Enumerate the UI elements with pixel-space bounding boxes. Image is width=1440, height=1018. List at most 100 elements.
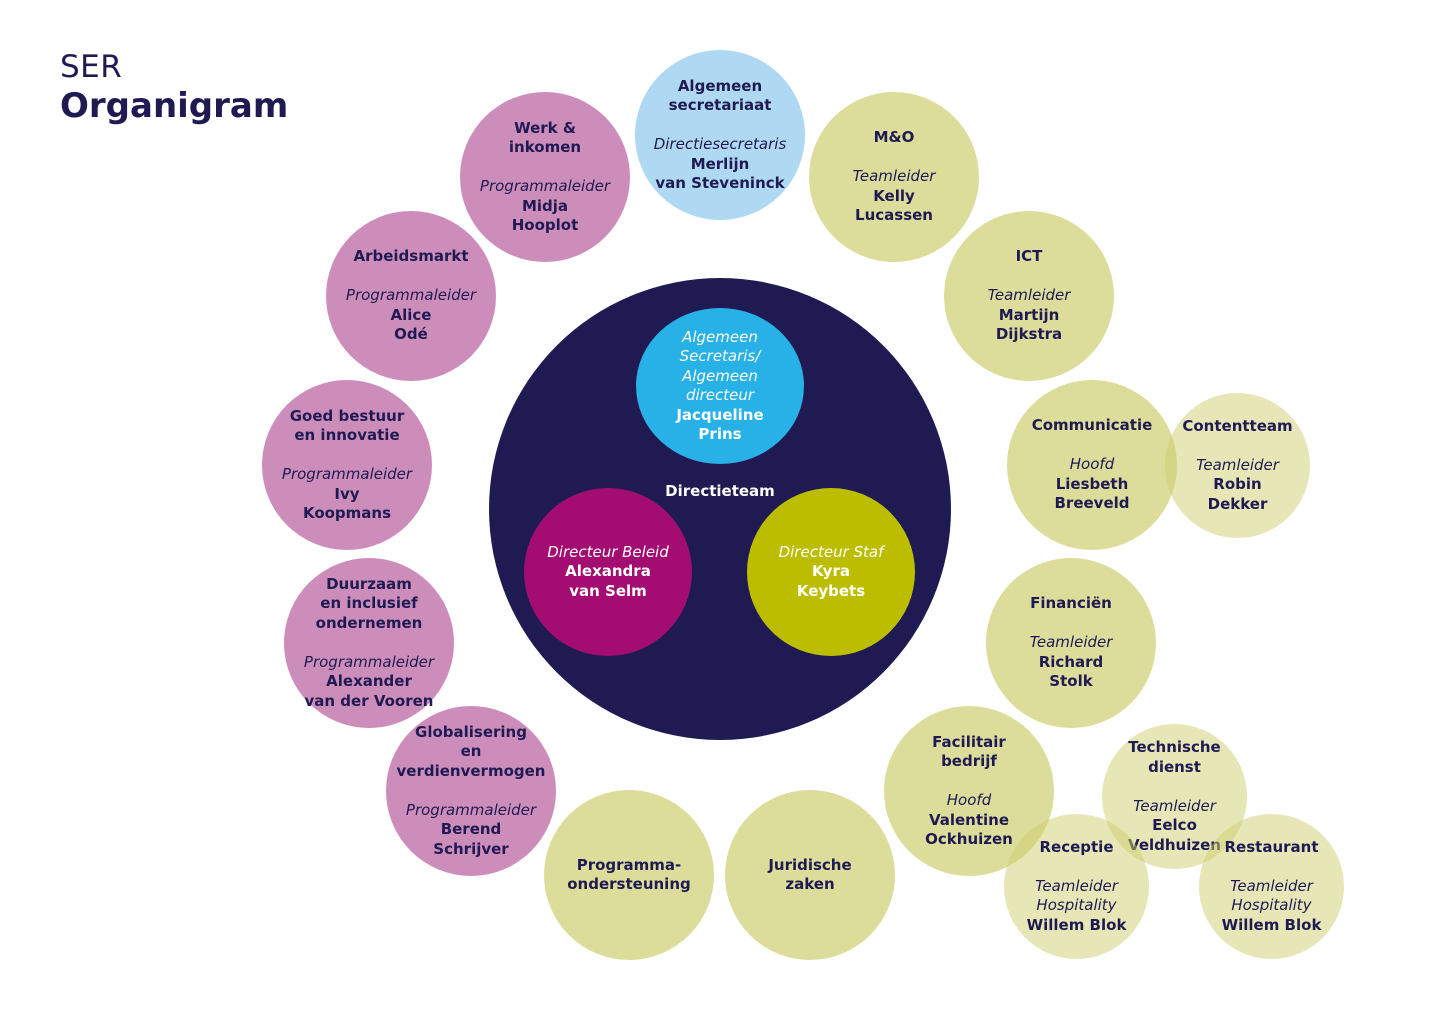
unit-name: Ivy xyxy=(334,484,360,503)
unit-programmaondersteuning: Programma- ondersteuning xyxy=(544,790,714,960)
unit-role: Teamleider xyxy=(1029,633,1113,652)
unit-name: Merlijn xyxy=(690,154,750,173)
page-title: Organigram xyxy=(60,86,289,126)
unit-heading: Receptie xyxy=(1039,837,1114,856)
unit-heading: Juridische xyxy=(768,855,852,874)
unit-restaurant: Restaurant Teamleider Hospitality Willem… xyxy=(1199,814,1344,959)
unit-heading: Financiën xyxy=(1030,594,1112,613)
unit-role: Teamleider xyxy=(852,167,936,186)
unit-juridische-zaken: Juridische zaken xyxy=(725,790,895,960)
unit-role: Directeur Staf xyxy=(778,542,884,561)
unit-name: Jacqueline xyxy=(676,405,764,424)
unit-communicatie: Communicatie Hoofd Liesbeth Breeveld xyxy=(1007,380,1177,550)
unit-name: van Steveninck xyxy=(655,174,785,192)
unit-heading: ondernemen xyxy=(315,613,423,632)
unit-heading: Arbeidsmarkt xyxy=(353,247,469,266)
unit-goed-bestuur: Goed bestuur en innovatie Programmaleide… xyxy=(262,380,432,550)
unit-name: van der Vooren xyxy=(304,691,434,710)
unit-heading: en verdienvermogen xyxy=(396,742,546,780)
unit-heading: Werk & xyxy=(514,118,576,137)
unit-role: Teamleider xyxy=(987,286,1071,305)
unit-name: Schrijver xyxy=(433,839,509,858)
unit-heading: Globalisering xyxy=(415,722,527,741)
unit-name: Liesbeth xyxy=(1055,474,1129,493)
unit-role: Directiesecretaris xyxy=(653,135,787,153)
unit-receptie: Receptie Teamleider Hospitality Willem B… xyxy=(1004,814,1149,959)
unit-facilitair-bedrijf: Facilitair bedrijf Hoofd Valentine Ockhu… xyxy=(884,706,1054,876)
unit-heading: Restaurant xyxy=(1224,837,1319,856)
unit-name: Valentine xyxy=(928,810,1010,829)
title-block: SER Organigram xyxy=(60,48,288,126)
unit-name: Breeveld xyxy=(1054,494,1130,513)
unit-name: Hooplot xyxy=(511,216,579,234)
unit-name: Keybets xyxy=(796,581,866,600)
unit-role: Algemeen directeur xyxy=(682,366,758,405)
unit-role: Directeur Beleid xyxy=(547,542,669,561)
unit-name: Kyra xyxy=(812,562,850,581)
unit-name: Willem Blok xyxy=(1026,915,1127,934)
unit-role: Programmaleider xyxy=(405,800,537,819)
unit-duurzaam: Duurzaam en inclusief ondernemen Program… xyxy=(284,558,454,728)
unit-heading: dienst xyxy=(1148,757,1201,776)
unit-name: Koopmans xyxy=(302,504,392,522)
unit-name: Veldhuizen xyxy=(1128,835,1221,854)
unit-heading: Facilitair xyxy=(932,732,1006,751)
unit-ict: ICT Teamleider Martijn Dijkstra xyxy=(944,211,1114,381)
unit-role: Programmaleider xyxy=(345,286,477,305)
unit-role: Teamleider xyxy=(1035,876,1118,895)
unit-heading: inkomen xyxy=(508,138,582,156)
unit-heading: Communicatie xyxy=(1031,416,1153,435)
unit-financien: Financiën Teamleider Richard Stolk xyxy=(986,558,1156,728)
unit-name: Alexander xyxy=(326,672,412,691)
unit-name: Alice xyxy=(390,305,432,324)
unit-heading: M&O xyxy=(873,128,915,147)
unit-name: Dijkstra xyxy=(995,325,1063,344)
unit-role: Programmaleider xyxy=(281,465,413,483)
unit-name: Stolk xyxy=(1049,672,1093,691)
unit-name: Midja xyxy=(521,196,569,215)
unit-role: Programmaleider xyxy=(303,652,435,671)
unit-name: Dekker xyxy=(1207,494,1268,513)
unit-name: Willem Blok xyxy=(1221,915,1322,934)
unit-heading: secretariaat xyxy=(668,96,772,114)
unit-heading: Programma- xyxy=(576,855,682,874)
directeur-staf-circle: Directeur Staf Kyra Keybets xyxy=(747,488,915,656)
unit-role: Teamleider xyxy=(1196,455,1279,474)
unit-role: Programmaleider xyxy=(479,177,611,195)
unit-algemeen-secretariaat: Algemeen secretariaat Directiesecretaris… xyxy=(635,50,805,220)
unit-role: Hoofd xyxy=(946,791,992,809)
unit-role: Algemeen Secretaris/ xyxy=(679,327,761,366)
secretaris-circle: Algemeen Secretaris/ Algemeen directeur … xyxy=(636,308,804,464)
unit-role: Teamleider xyxy=(1133,796,1216,815)
unit-name: Martijn xyxy=(998,305,1060,324)
unit-name: Berend xyxy=(440,820,502,839)
unit-name: Lucassen xyxy=(855,206,933,225)
unit-heading: Duurzaam xyxy=(326,574,412,593)
unit-mo: M&O Teamleider Kelly Lucassen xyxy=(809,92,979,262)
unit-werk-inkomen: Werk & inkomen Programmaleider Midja Hoo… xyxy=(460,92,630,262)
unit-heading: Goed bestuur xyxy=(289,406,405,425)
directeur-beleid-circle: Directeur Beleid Alexandra van Selm xyxy=(524,488,692,656)
unit-heading: zaken xyxy=(785,875,835,893)
unit-name: Prins xyxy=(698,425,742,443)
unit-heading: bedrijf xyxy=(941,752,997,770)
unit-role: Hoofd xyxy=(1069,455,1115,474)
unit-name: Robin xyxy=(1213,475,1262,494)
unit-name: Alexandra xyxy=(565,562,651,581)
unit-role: Hospitality xyxy=(1036,896,1117,915)
unit-heading: Algemeen xyxy=(677,76,763,95)
unit-name: Odé xyxy=(394,325,428,344)
unit-heading: en innovatie xyxy=(294,426,400,444)
unit-name: Eelco xyxy=(1152,816,1197,834)
unit-globalisering: Globalisering en verdienvermogen Program… xyxy=(386,706,556,876)
unit-name: Kelly xyxy=(873,186,915,205)
unit-heading: ICT xyxy=(1015,247,1043,266)
unit-contentteam: Contentteam Teamleider Robin Dekker xyxy=(1165,393,1310,538)
unit-role: Hospitality xyxy=(1231,896,1312,915)
unit-name: van Selm xyxy=(569,581,647,600)
unit-name: Richard xyxy=(1038,652,1104,671)
unit-heading: ondersteuning xyxy=(567,875,691,893)
unit-name: Ockhuizen xyxy=(925,830,1013,848)
directieteam-label: Directieteam xyxy=(665,482,775,500)
unit-heading: Technische xyxy=(1128,738,1221,756)
